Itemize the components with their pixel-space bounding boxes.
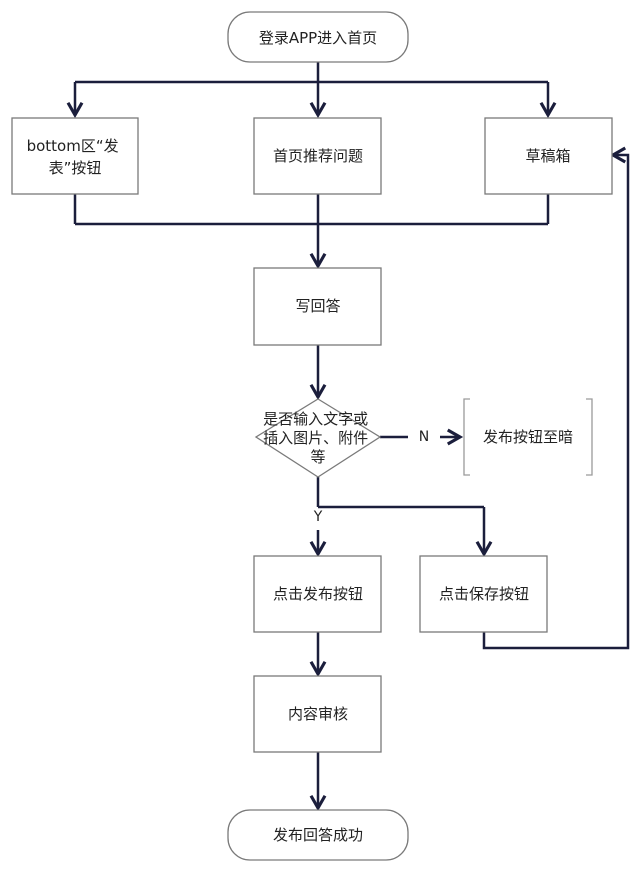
bottom-publish-label: bottom区“发 表”按钮 [27, 137, 124, 177]
node-start [227, 11, 409, 63]
end-label: 发布回答成功 [273, 826, 363, 844]
node-decision [254, 398, 382, 478]
click-save-label: 点击保存按钮 [439, 585, 529, 603]
node-click-publish [253, 555, 382, 633]
bottom-publish-line-1: bottom区“发 [27, 137, 119, 155]
publish-dim-label: 发布按钮至暗 [483, 428, 573, 446]
node-write-answer [253, 267, 382, 346]
bottom-publish-line-2: 表”按钮 [49, 159, 102, 177]
review-label: 内容审核 [288, 705, 348, 723]
node-drafts [484, 117, 613, 195]
node-bottom-publish [11, 117, 139, 195]
click-publish-label: 点击发布按钮 [273, 585, 363, 603]
node-click-save [419, 555, 548, 633]
edge-save-to-drafts [482, 146, 630, 650]
write-answer-label: 写回答 [295, 297, 340, 315]
drafts-label: 草稿箱 [525, 147, 570, 165]
decision-line-2: 插入图片、附件 [263, 429, 368, 447]
start-label: 登录APP进入首页 [259, 29, 377, 47]
decision-line-3: 等 [310, 448, 325, 466]
edge-label-no: N [419, 429, 429, 445]
edge-label-yes: Y [313, 509, 323, 525]
node-home-recommend [253, 117, 382, 195]
node-end [227, 809, 409, 861]
home-recommend-label: 首页推荐问题 [273, 147, 363, 165]
decision-label: 是否输入文字或 插入图片、附件 等 [263, 410, 373, 466]
node-review [253, 675, 382, 753]
decision-line-1: 是否输入文字或 [263, 410, 368, 428]
node-publish-dim-bracket [463, 398, 593, 476]
